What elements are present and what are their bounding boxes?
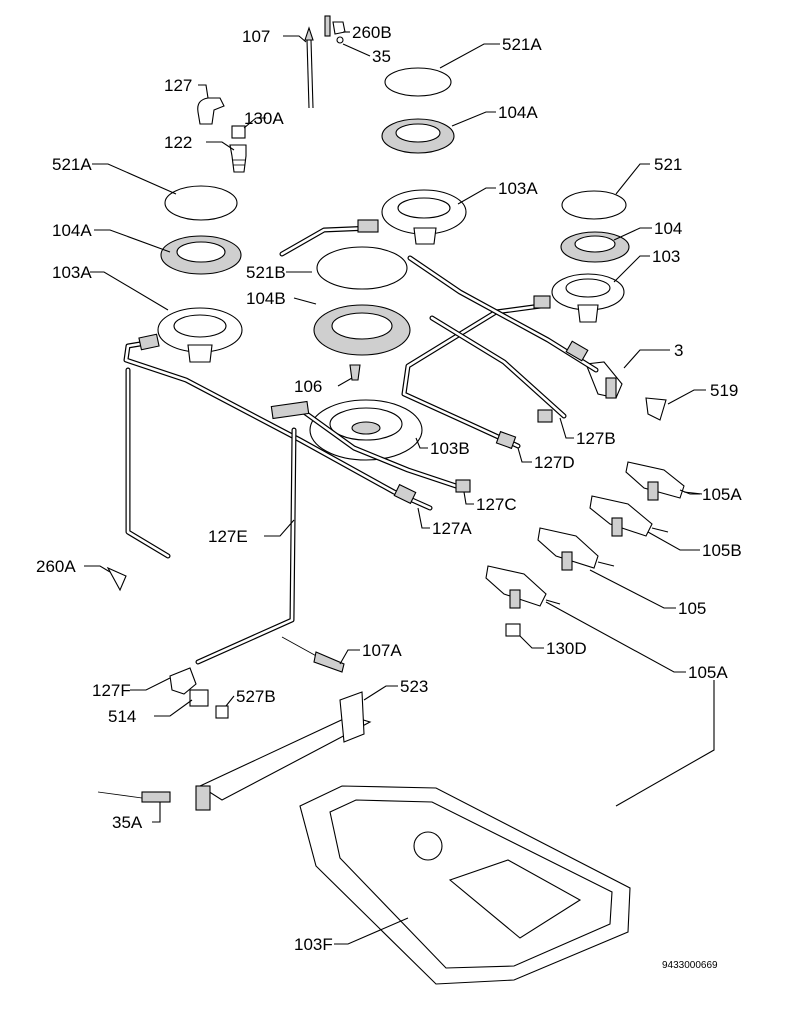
part-103A-mid-burner	[381, 189, 467, 245]
label-130A: 130A	[244, 109, 284, 128]
leader-lines	[84, 31, 715, 945]
gas-pipes	[123, 225, 599, 665]
part-104A-left-crown	[160, 235, 242, 275]
part-519-knob	[645, 397, 667, 421]
part-260A-clip	[106, 566, 127, 592]
part-35A-electrode	[97, 791, 171, 803]
label-105A-lower: 105A	[688, 663, 728, 682]
label-104A-left: 104A	[52, 221, 92, 240]
label-103F: 103F	[294, 935, 333, 954]
label-127: 127	[164, 76, 192, 95]
label-527B: 527B	[236, 687, 276, 706]
label-122: 122	[164, 133, 192, 152]
part-521A-top-cap	[384, 67, 452, 97]
part-521B-cap	[316, 246, 408, 290]
part-103-burner	[551, 273, 625, 323]
label-514: 514	[108, 707, 136, 726]
label-104: 104	[654, 219, 682, 238]
part-127-elbow	[197, 97, 225, 125]
label-521A-top: 521A	[502, 35, 542, 54]
part-103A-left-burner	[157, 307, 243, 363]
part-labels: 107 260B 35 521A 127 130A 104A 122 521A …	[36, 23, 742, 971]
figure-reference-number: 9433000669	[662, 960, 718, 971]
label-107A: 107A	[362, 641, 402, 660]
label-127D: 127D	[534, 453, 575, 472]
label-104A-top: 104A	[498, 103, 538, 122]
part-103B-burner	[309, 399, 423, 461]
label-127B: 127B	[576, 429, 616, 448]
part-105A-lower-valve	[485, 565, 561, 609]
label-106: 106	[294, 377, 322, 396]
part-105-valve	[537, 527, 615, 571]
label-521: 521	[654, 155, 682, 174]
part-523-bracket	[195, 691, 372, 811]
part-107-thermocouple	[304, 26, 314, 109]
label-127E: 127E	[208, 527, 248, 546]
label-103A-mid: 103A	[498, 179, 538, 198]
part-521A-left-cap	[164, 185, 238, 221]
label-103A-left: 103A	[52, 263, 92, 282]
label-105B: 105B	[702, 541, 742, 560]
label-521A-left: 521A	[52, 155, 92, 174]
label-523: 523	[400, 677, 428, 696]
part-521-cap	[561, 190, 627, 220]
part-103F-bottom-plate	[299, 785, 631, 985]
label-35A: 35A	[112, 813, 143, 832]
label-127F: 127F	[92, 681, 131, 700]
label-35: 35	[372, 47, 391, 66]
part-107A-thermocouple	[281, 636, 345, 673]
label-107: 107	[242, 27, 270, 46]
label-521B: 521B	[246, 263, 286, 282]
part-260B-35	[324, 15, 346, 44]
part-130A-nut	[231, 125, 246, 139]
label-127C: 127C	[476, 495, 517, 514]
label-105: 105	[678, 599, 706, 618]
label-260A: 260A	[36, 557, 76, 576]
part-106-screw	[349, 364, 361, 381]
part-127F-fitting	[169, 667, 197, 695]
label-103B: 103B	[430, 439, 470, 458]
part-514-fitting	[189, 689, 209, 707]
part-527B-nut	[215, 705, 229, 719]
label-3: 3	[674, 341, 683, 360]
label-130D: 130D	[546, 639, 587, 658]
part-105B-valve	[589, 495, 669, 537]
part-105A-right-valve	[625, 461, 703, 501]
label-103: 103	[652, 247, 680, 266]
part-104-crown	[560, 231, 630, 263]
part-104B-crown	[313, 304, 411, 356]
label-127A: 127A	[432, 519, 472, 538]
label-260B: 260B	[352, 23, 392, 42]
label-105A-right: 105A	[702, 485, 742, 504]
pipe-fittings	[138, 219, 589, 505]
part-104A-top-crown	[381, 118, 455, 154]
label-519: 519	[710, 381, 738, 400]
part-130D-nut	[505, 623, 521, 637]
part-122-injector	[229, 144, 247, 173]
label-104B: 104B	[246, 289, 286, 308]
